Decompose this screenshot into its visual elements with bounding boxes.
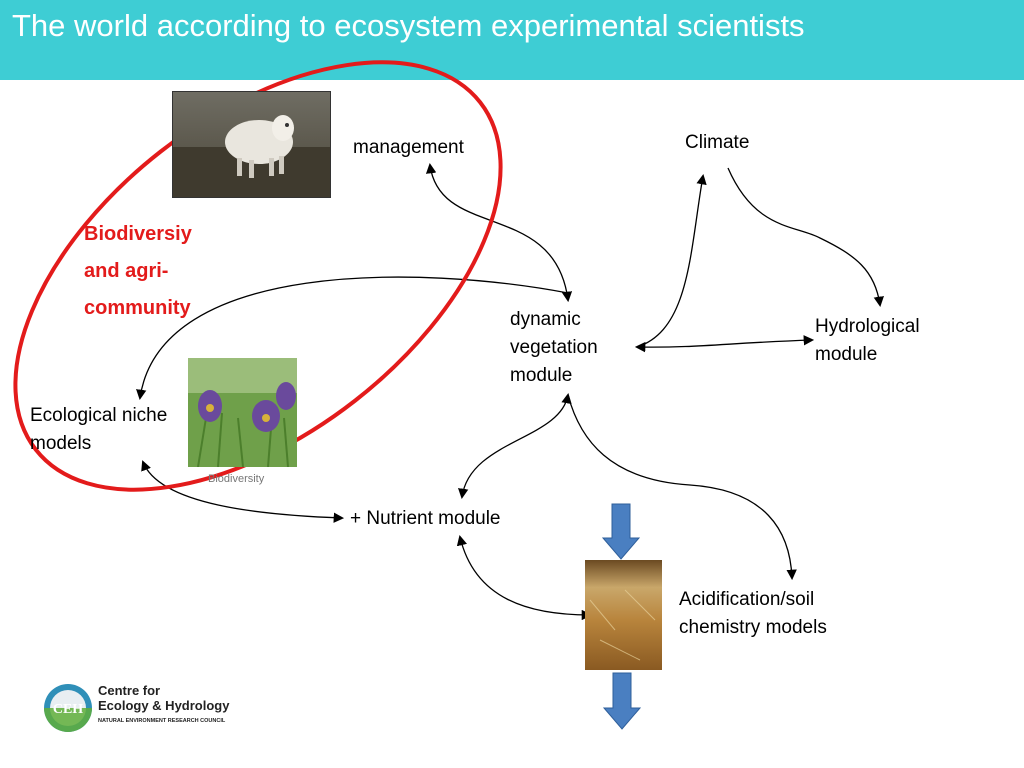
link-vegetation-hydrological [634, 335, 815, 353]
biodiversity-label: Biodiversiy and agri- community [84, 223, 192, 319]
ceh-subtitle: NATURAL ENVIRONMENT RESEARCH COUNCIL [98, 718, 226, 724]
ceh-badge-text: CEH [53, 702, 83, 717]
biodiversity-caption: Biodiversity [208, 473, 265, 485]
link-vegetation-nutrient [458, 392, 572, 500]
link-management-vegetation [425, 162, 573, 303]
node-acidification: Acidification/soil chemistry models [679, 589, 827, 638]
node-management: management [353, 137, 464, 158]
link-vegetation-acidification [567, 394, 797, 581]
title-bar: The world according to ecosystem experim… [0, 0, 1024, 80]
ceh-name: Centre for Ecology & Hydrology [98, 683, 230, 713]
node-climate: Climate [685, 132, 750, 153]
link-climate-vegetation [636, 173, 707, 348]
highlight-ellipse [13, 60, 503, 492]
sheep-photo [172, 91, 331, 198]
slide-title: The world according to ecosystem experim… [12, 8, 805, 43]
link-nutrient-acidification [456, 534, 593, 621]
ceh-logo: CEH Centre for Ecology & Hydrology NATUR… [42, 680, 262, 736]
link-climate-hydrological [727, 167, 884, 308]
node-ecological-niche: Ecological niche models [30, 405, 168, 454]
node-dynamic-vegetation: dynamic vegetation module [510, 309, 598, 386]
flow-arrow-down-bottom [602, 672, 642, 730]
soil-photo [585, 560, 662, 670]
link-vegetation-niche [136, 276, 569, 401]
node-hydrological: Hydrological module [815, 316, 920, 365]
node-nutrient: + Nutrient module [350, 508, 501, 529]
flow-arrow-down-top [601, 503, 641, 560]
ceh-badge-icon: CEH [44, 684, 92, 732]
biodiversity-photo [188, 358, 297, 467]
link-niche-nutrient [141, 460, 345, 523]
